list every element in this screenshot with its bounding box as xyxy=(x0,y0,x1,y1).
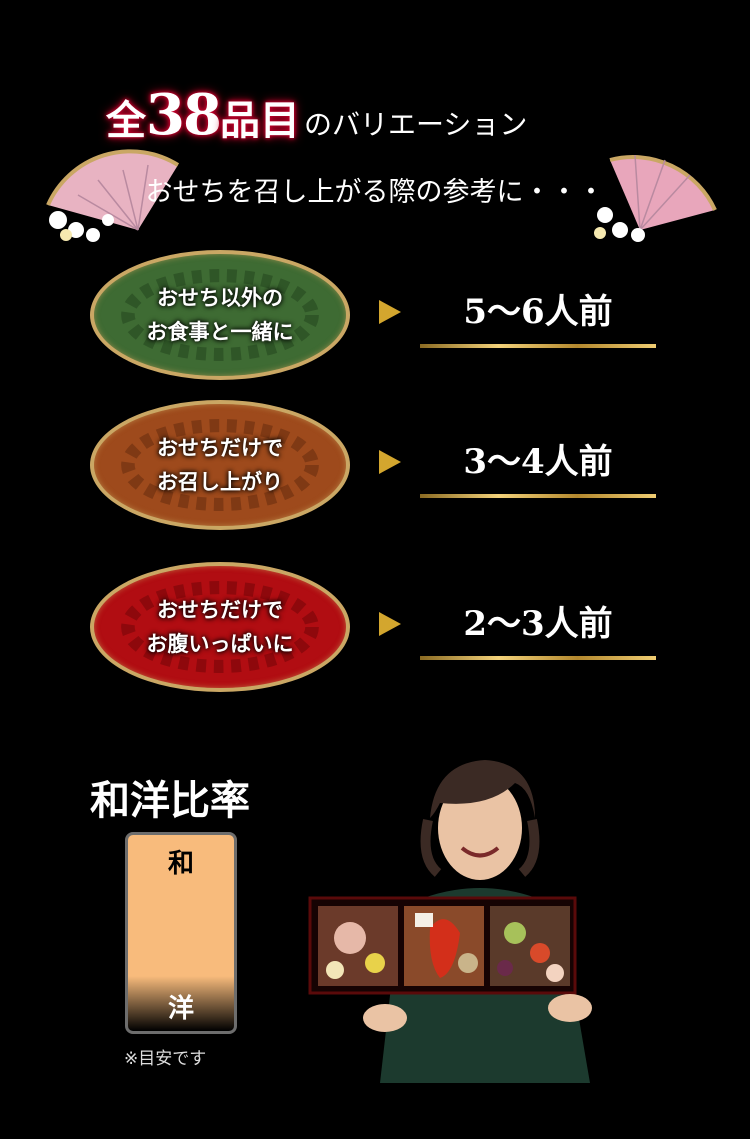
situation-line-2: お召し上がり xyxy=(157,470,283,494)
gold-underline xyxy=(420,494,656,498)
title-prefix: 全 xyxy=(106,97,146,144)
portion-text: 3～4人前 xyxy=(463,442,613,482)
triangle-arrow-icon xyxy=(379,612,401,636)
situation-oval: おせち以外の お食事と一緒に xyxy=(90,250,350,380)
triangle-arrow-icon xyxy=(379,300,401,324)
situation-line-2: お食事と一緒に xyxy=(146,320,294,344)
folding-fan-left-icon xyxy=(46,149,180,242)
ratio-yo-label: 洋 xyxy=(167,994,194,1024)
situation-line-1: おせち以外の xyxy=(157,286,283,310)
folding-fan-right-icon xyxy=(594,154,717,242)
portion-text: 5～6人前 xyxy=(463,292,613,332)
gold-underline xyxy=(420,344,656,348)
portion-row: おせちだけで お腹いっぱいに 2～3人前 xyxy=(0,562,750,692)
situation-line-2: お腹いっぱいに xyxy=(146,632,294,656)
page-title: 全38品目のバリエーション xyxy=(106,82,527,148)
ratio-wa-label: 和 xyxy=(167,849,194,879)
header: 全38品目のバリエーション おせちを召し上がる際の参考に・・・ xyxy=(0,70,750,242)
title-rest: のバリエーション xyxy=(303,108,528,141)
situation-line-1: おせちだけで xyxy=(157,598,283,622)
ratio-bar: 和 洋 xyxy=(125,832,237,1034)
leaf-pattern-icon xyxy=(121,269,319,361)
woman-holding-osechi-photo xyxy=(308,760,592,1083)
title-unit: 品目 xyxy=(219,97,300,144)
situation-line-1: おせちだけで xyxy=(157,436,283,460)
situation-text: おせちだけで お腹いっぱいに xyxy=(147,593,294,661)
portion-row: おせち以外の お食事と一緒に 5～6人前 xyxy=(0,250,750,380)
situation-oval: おせちだけで お召し上がり xyxy=(90,400,350,530)
gold-underline xyxy=(420,656,656,660)
leaf-pattern-icon xyxy=(121,419,319,511)
situation-text: おせち以外の お食事と一緒に xyxy=(147,281,294,349)
situation-oval: おせちだけで お腹いっぱいに xyxy=(90,562,350,692)
ratio-title: 和洋比率 xyxy=(90,777,250,824)
triangle-arrow-icon xyxy=(379,450,401,474)
title-number: 38 xyxy=(146,82,222,148)
portion-text: 2～3人前 xyxy=(463,604,613,644)
ratio-note: ※目安です xyxy=(124,1049,207,1069)
leaf-pattern-icon xyxy=(121,581,319,673)
portion-row: おせちだけで お召し上がり 3～4人前 xyxy=(0,400,750,530)
subtitle: おせちを召し上がる際の参考に・・・ xyxy=(145,177,605,208)
situation-text: おせちだけで お召し上がり xyxy=(157,431,283,499)
